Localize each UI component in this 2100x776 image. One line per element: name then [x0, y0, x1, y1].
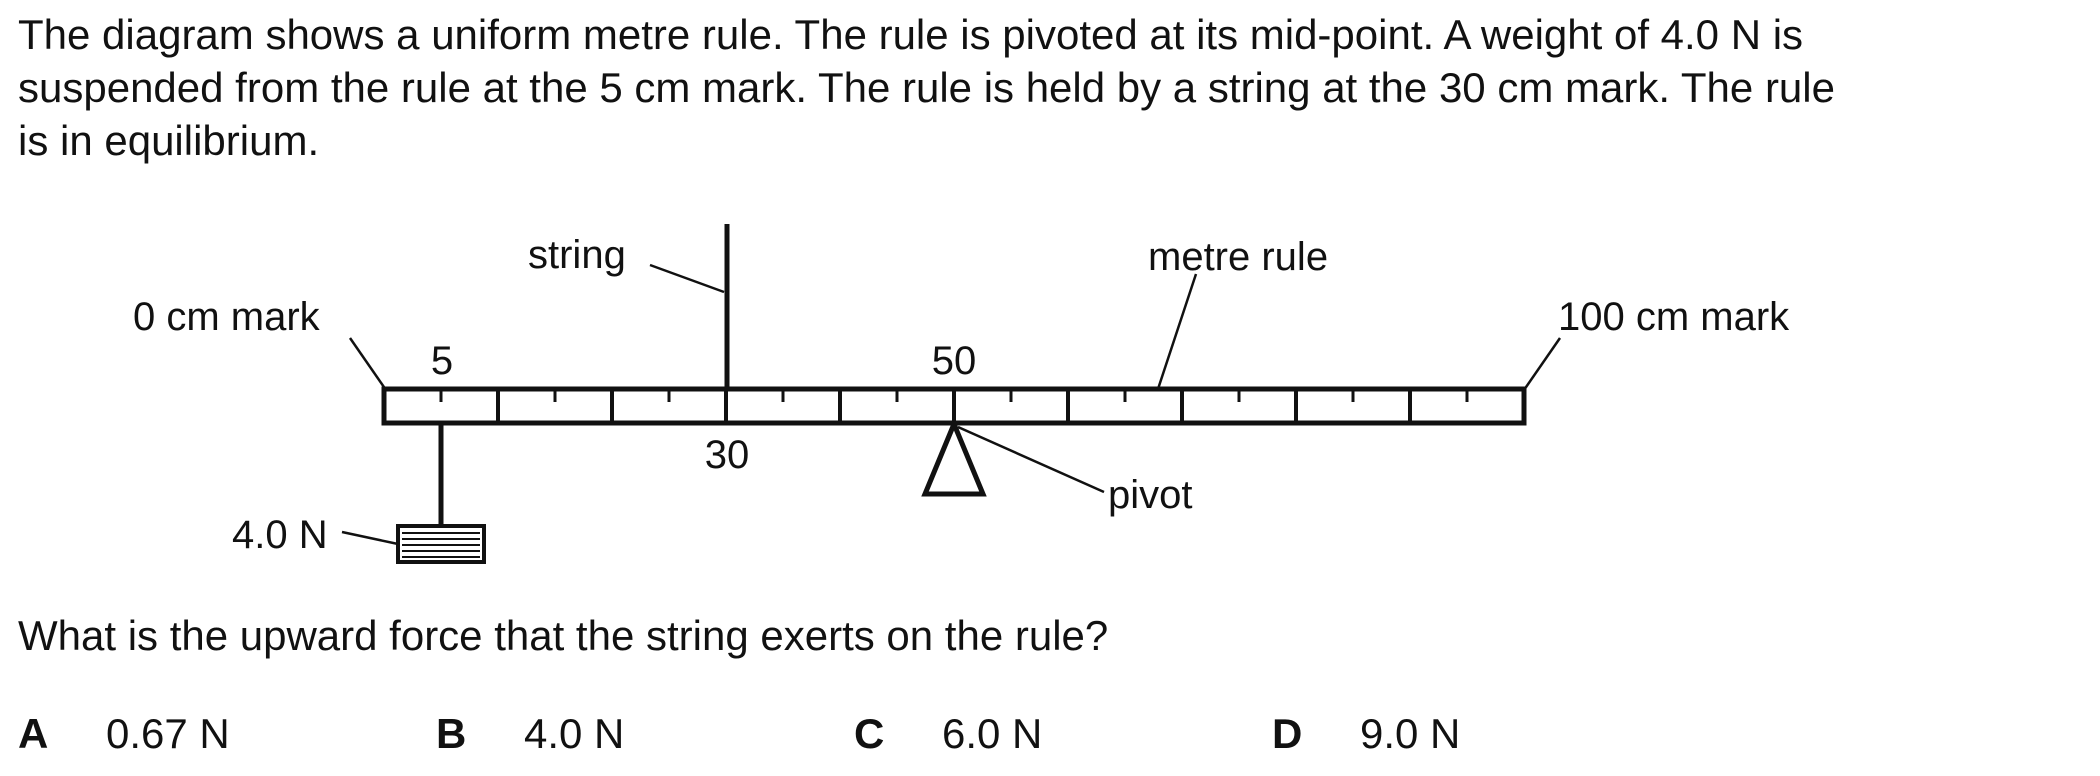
- zero-mark-leader: [348, 337, 388, 391]
- option-b[interactable]: B 4.0 N: [436, 710, 624, 758]
- weight-label: 4.0 N: [232, 513, 328, 557]
- option-value: 4.0 N: [524, 710, 625, 757]
- option-value: 6.0 N: [942, 710, 1043, 757]
- intro-line-3: is in equilibrium.: [18, 117, 320, 164]
- question-text: What is the upward force that the string…: [18, 612, 1109, 659]
- metre-rule-label: metre rule: [1148, 235, 1328, 279]
- pivot-triangle: [921, 417, 987, 497]
- option-letter: A: [18, 710, 49, 757]
- option-letter: C: [854, 710, 885, 757]
- intro-line-1: The diagram shows a uniform metre rule. …: [18, 11, 1804, 58]
- question-intro: The diagram shows a uniform metre rule. …: [18, 8, 2078, 167]
- option-c[interactable]: C 6.0 N: [854, 710, 1042, 758]
- weight-hatching: [402, 532, 480, 558]
- hundred-mark-leader: [1522, 337, 1562, 391]
- scale-number-30: 30: [705, 433, 750, 477]
- option-letter: B: [436, 710, 467, 757]
- option-d[interactable]: D 9.0 N: [1272, 710, 1460, 758]
- scale-number-50: 50: [932, 339, 977, 383]
- zero-mark-label: 0 cm mark: [133, 295, 321, 339]
- pivot-label: pivot: [1108, 473, 1193, 517]
- scale-number-5: 5: [431, 339, 453, 383]
- metre-rule-diagram: string metre rule 0 cm mark 100 cm mark …: [133, 224, 1790, 564]
- hundred-mark-label: 100 cm mark: [1558, 295, 1790, 339]
- option-value: 0.67 N: [106, 710, 230, 757]
- string-leader: [649, 263, 725, 294]
- string-label: string: [528, 233, 626, 277]
- option-value: 9.0 N: [1360, 710, 1461, 757]
- rule-tick-marks: [439, 389, 1469, 423]
- pivot-leader: [957, 425, 1105, 494]
- metre-rule-leader: [1156, 273, 1198, 390]
- option-letter: D: [1272, 710, 1303, 757]
- option-a[interactable]: A 0.67 N: [18, 710, 230, 758]
- answer-options: A 0.67 N B 4.0 N C 6.0 N D 9.0 N: [0, 710, 2100, 770]
- intro-line-2: suspended from the rule at the 5 cm mark…: [18, 64, 1835, 111]
- weight-leader: [341, 530, 399, 546]
